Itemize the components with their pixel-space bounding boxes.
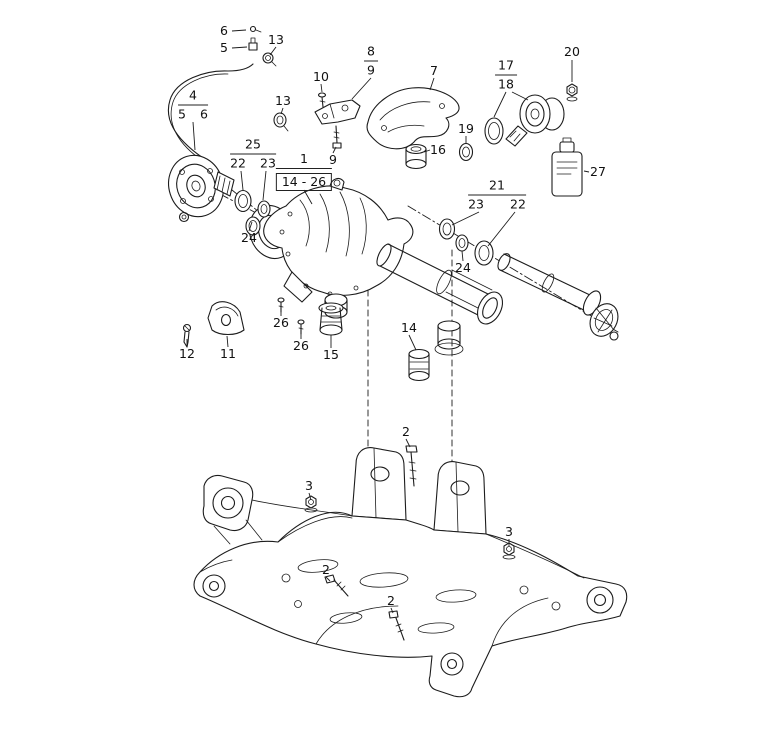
leader-lines (186, 29, 590, 614)
callout-part-22: 22 (230, 155, 246, 170)
callout-part-6: 6 (200, 106, 208, 121)
group-bracket-line (364, 60, 378, 61)
callout-part-21: 21 (489, 177, 505, 193)
callout-part-7: 7 (430, 62, 438, 78)
bolts-26 (277, 297, 305, 335)
output-flange-assembly (458, 83, 578, 162)
callout-part-18: 18 (498, 76, 514, 91)
callout-group-part-1: 1 14 - 26 (275, 151, 333, 191)
callout-part-24: 24 (241, 229, 257, 245)
subframe (193, 447, 628, 698)
seal-set-left (234, 189, 271, 236)
group-bracket-line (275, 167, 333, 169)
bushing-16 (405, 143, 427, 170)
bracket-11 (207, 301, 245, 336)
callout-part-8: 8 (367, 43, 375, 59)
group-bracket-line (178, 104, 208, 105)
group-bracket-line (230, 153, 276, 154)
callout-part-11: 11 (220, 345, 236, 361)
callout-part-2: 2 (387, 592, 395, 608)
seal-set-right (438, 218, 494, 266)
callout-part-27: 27 (590, 163, 606, 179)
callout-group-part-21: 21 23 22 (468, 177, 526, 211)
callout-part-13: 13 (275, 92, 291, 108)
axle-shaft (497, 253, 619, 341)
callout-part-3: 3 (305, 477, 313, 493)
callout-part-16: 16 (430, 141, 446, 157)
callout-part-17: 17 (498, 57, 514, 73)
callout-part-23: 23 (468, 196, 484, 211)
callout-part-3: 3 (505, 523, 513, 539)
axle-tube (376, 243, 504, 325)
callout-part-26: 26 (273, 314, 289, 330)
bolt-2-mid (324, 574, 349, 597)
callout-part-23: 23 (260, 155, 276, 170)
callout-part-6: 6 (220, 22, 228, 38)
nut-3-left (304, 495, 318, 513)
callout-part-5: 5 (220, 39, 228, 55)
callout-part-22: 22 (510, 196, 526, 211)
callout-part-14 - 26: 14 - 26 (275, 172, 333, 191)
callout-part-10: 10 (313, 68, 329, 84)
group-bracket-line (495, 74, 517, 75)
callout-part-2: 2 (322, 561, 330, 577)
callout-part-25: 25 (245, 136, 261, 152)
heat-shield (366, 87, 460, 150)
callout-part-2: 2 (402, 423, 410, 439)
side-flange-assembly (167, 25, 289, 223)
differential-housing (248, 177, 414, 319)
callout-part-9: 9 (329, 151, 337, 167)
callout-part-12: 12 (179, 345, 195, 361)
callout-part-1: 1 (300, 151, 308, 166)
group-bracket-line (468, 194, 526, 195)
callout-part-9: 9 (367, 62, 375, 77)
callout-part-20: 20 (564, 43, 580, 59)
callout-part-26: 26 (293, 337, 309, 353)
callout-group-part-25: 25 22 23 (230, 136, 276, 170)
callout-part-13: 13 (268, 31, 284, 47)
callout-part-19: 19 (458, 120, 474, 136)
callout-part-15: 15 (323, 346, 339, 362)
mount-bracket (314, 92, 361, 149)
callout-part-5: 5 (178, 106, 186, 121)
callout-part-24: 24 (455, 259, 471, 275)
callout-part-4: 4 (189, 87, 197, 103)
fluid-bottle (551, 137, 583, 197)
bolt-2-bottom (388, 610, 405, 641)
bolt-2-top (405, 445, 418, 487)
callout-part-14: 14 (401, 319, 417, 335)
bushings-14 (408, 320, 464, 382)
nut-3-right (502, 542, 516, 560)
